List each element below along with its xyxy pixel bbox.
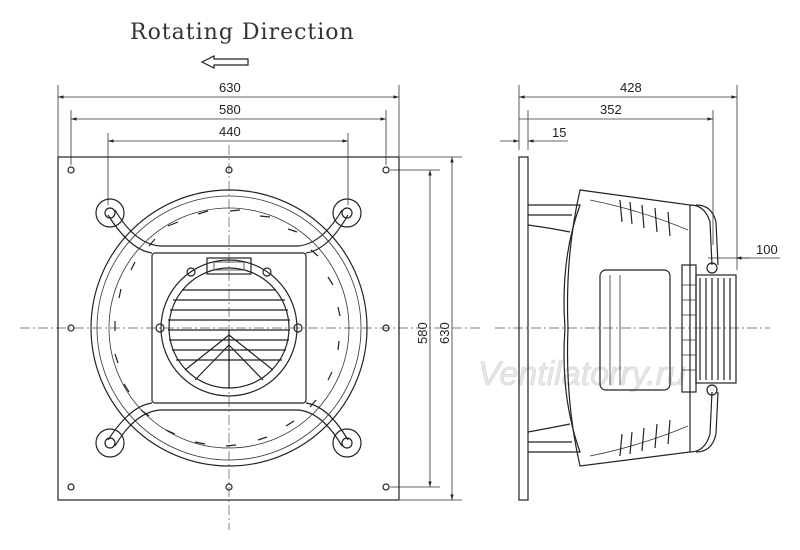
rotation-arrow-icon — [200, 55, 249, 69]
dim-line-428 — [518, 85, 738, 270]
side-view: 428 352 15 100 — [495, 80, 780, 501]
dim-line-352 — [519, 110, 714, 245]
dim-line-580-horizontal — [70, 110, 387, 165]
motor-grille — [155, 257, 303, 397]
rotating-direction-title: Rotating Direction — [130, 20, 355, 45]
side-support — [689, 204, 719, 453]
inlet-ring-inner — [96, 195, 362, 461]
dim-label-100: 100 — [756, 242, 778, 257]
dim-line-580-vertical — [390, 169, 440, 488]
dim-label-428: 428 — [620, 80, 642, 95]
dim-label-15: 15 — [552, 125, 566, 140]
mounting-plate — [57, 156, 400, 501]
dim-line-630-horizontal — [57, 85, 400, 165]
dim-label-440: 440 — [219, 124, 241, 139]
impeller-blades — [114, 209, 341, 447]
dim-label-352: 352 — [600, 102, 622, 117]
watermark: Ventilatorry.ru — [478, 355, 686, 393]
inlet-ring-outer — [90, 189, 368, 467]
dim-label-630: 630 — [219, 80, 241, 95]
front-view: 630 580 440 580 630 — [20, 80, 480, 530]
dim-label-580-vertical: 580 — [415, 322, 430, 344]
impeller-body — [566, 189, 691, 467]
motor-body — [681, 264, 737, 393]
impeller-outline — [108, 207, 350, 449]
mounting-holes — [67, 166, 390, 491]
dim-label-580: 580 — [219, 102, 241, 117]
bracket-feet — [95, 198, 362, 458]
dim-line-630-vertical — [400, 156, 462, 501]
flange-plate — [518, 156, 529, 501]
inlet-cone — [527, 204, 581, 453]
dim-label-630-vertical: 630 — [437, 322, 452, 344]
dim-line-440-horizontal — [107, 133, 349, 205]
support-frame — [107, 209, 349, 447]
